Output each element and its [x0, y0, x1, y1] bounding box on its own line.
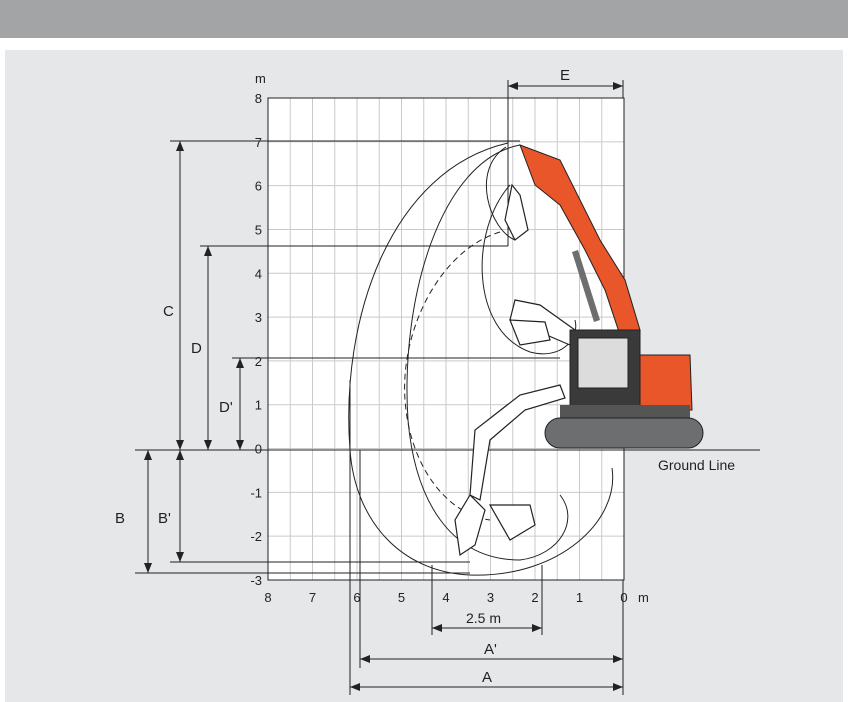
y-tick-label: 1	[255, 398, 262, 413]
reach-envelope	[348, 142, 614, 576]
x-tick-label: 7	[309, 590, 316, 605]
label-a: A	[482, 669, 492, 686]
y-tick-label: 7	[255, 135, 262, 150]
label-b: B	[115, 510, 125, 527]
counterweight	[639, 354, 693, 413]
x-tick-label: 8	[264, 590, 271, 605]
dimension-lines	[135, 80, 760, 695]
x-axis-unit: m	[638, 590, 649, 605]
middle-bucket	[509, 319, 551, 346]
arrowheads	[144, 82, 623, 691]
y-tick-label: 2	[255, 354, 262, 369]
y-tick-label: 5	[255, 222, 262, 237]
header-bar	[0, 0, 848, 38]
x-tick-label: 5	[398, 590, 405, 605]
y-axis-tick-labels: 8 7 6 5 4 3 2 1 0 -1 -2 -3	[250, 91, 262, 588]
upper-bucket-outline	[504, 183, 529, 241]
label-d: D	[191, 340, 202, 357]
x-tick-label: 1	[576, 590, 583, 605]
x-tick-label: 2	[531, 590, 538, 605]
label-b-prime: B'	[158, 510, 171, 527]
y-tick-label: 4	[255, 266, 262, 281]
track	[544, 417, 704, 449]
y-tick-label: -2	[250, 529, 262, 544]
y-axis-unit: m	[255, 71, 266, 86]
x-tick-label: 3	[487, 590, 494, 605]
arm-positions	[454, 183, 576, 557]
y-tick-label: 0	[255, 442, 262, 457]
x-axis-tick-labels: 8 7 6 5 4 3 2 1 0	[264, 590, 627, 605]
x-tick-label: 6	[353, 590, 360, 605]
y-tick-label: 8	[255, 91, 262, 106]
label-c: C	[163, 303, 174, 320]
cab-window	[577, 337, 629, 389]
x-tick-label: 4	[442, 590, 449, 605]
inner-dashed-envelope	[404, 231, 501, 521]
ground-line-label: Ground Line	[658, 457, 735, 473]
label-a-prime: A'	[484, 641, 497, 658]
stick-cylinder	[572, 250, 600, 322]
label-span: 2.5 m	[466, 610, 501, 626]
y-tick-label: -3	[250, 573, 262, 588]
label-d-prime: D'	[219, 399, 233, 416]
lower-arm-position	[469, 384, 566, 501]
lower-bucket-1	[454, 494, 486, 557]
label-e: E	[560, 67, 570, 84]
undercarriage	[560, 405, 690, 419]
y-tick-label: -1	[250, 485, 262, 500]
middle-envelope	[406, 144, 569, 561]
excavator	[519, 144, 704, 449]
lower-bucket-2	[488, 504, 536, 541]
outer-envelope	[348, 142, 614, 576]
y-tick-label: 6	[255, 179, 262, 194]
x-tick-label: 0	[620, 590, 627, 605]
y-tick-label: 3	[255, 310, 262, 325]
